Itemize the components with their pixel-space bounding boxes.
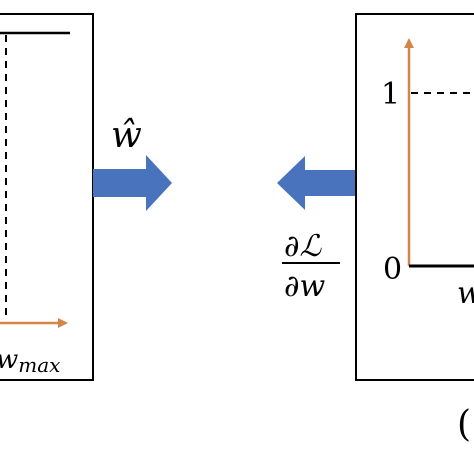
left-axis-subscript: max [18, 353, 60, 377]
left-arrow-icon [277, 156, 356, 210]
left-panel-frame [0, 13, 94, 381]
gradient-denominator: ∂w [284, 269, 326, 304]
right-arrow-icon [93, 155, 172, 211]
right-y-tick-zero: 0 [383, 252, 402, 287]
forward-arrow-label: ŵ [111, 115, 142, 156]
right-x-label-fragment: w [457, 276, 474, 311]
right-panel: 1 0 w [355, 13, 474, 381]
caption-fragment: ( [457, 404, 471, 445]
backward-arrow: ∂ℒ ∂w [277, 156, 356, 304]
gradient-numerator: ∂ℒ [284, 229, 323, 264]
right-panel-frame [355, 13, 474, 381]
left-axis-label: wmax [0, 345, 60, 377]
forward-arrow: ŵ [93, 115, 172, 211]
right-y-tick-one: 1 [381, 77, 400, 112]
left-panel: wmax [0, 13, 94, 381]
